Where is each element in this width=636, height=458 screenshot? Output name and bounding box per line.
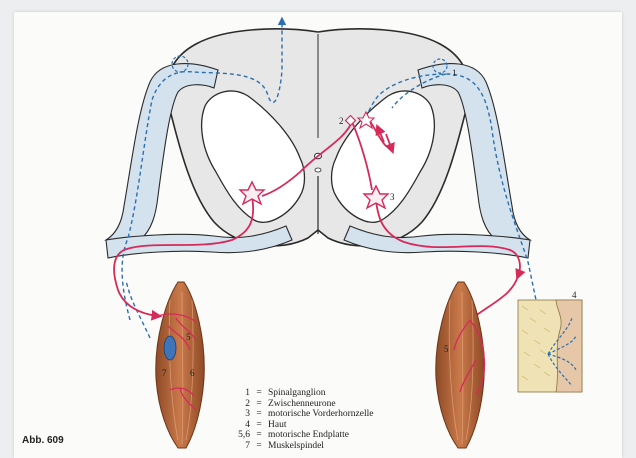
legend-text: motorische Vorderhornzelle xyxy=(268,409,373,420)
marker-1: 1 xyxy=(452,68,457,78)
right-muscle xyxy=(436,282,485,448)
left-muscle-afferent xyxy=(126,280,150,338)
legend-number: 1 xyxy=(232,388,250,399)
marker-2: 2 xyxy=(339,116,344,126)
legend-separator: = xyxy=(250,399,268,410)
legend-separator: = xyxy=(250,420,268,431)
legend: 1 = Spinalganglion 2 = Zwischenneurone 3… xyxy=(232,388,373,452)
marker-7: 7 xyxy=(162,368,167,378)
muscle-spindle xyxy=(164,336,176,360)
legend-text: Muskelspindel xyxy=(268,441,324,452)
legend-text: Zwischenneurone xyxy=(268,399,336,410)
legend-row: 1 = Spinalganglion xyxy=(232,388,373,399)
legend-separator: = xyxy=(250,388,268,399)
skin-dermis xyxy=(556,300,582,392)
marker-6-left: 6 xyxy=(190,368,195,378)
legend-separator: = xyxy=(250,409,268,420)
left-muscle-belly xyxy=(156,282,204,448)
legend-row: 7 = Muskelspindel xyxy=(232,441,373,452)
marker-3: 3 xyxy=(390,192,395,202)
spinal-cord-cross-section xyxy=(167,29,469,246)
legend-row: 5,6 = motorische Endplatte xyxy=(232,430,373,441)
gray-commissure-dot xyxy=(315,168,321,172)
legend-number: 5,6 xyxy=(232,430,250,441)
legend-text: Haut xyxy=(268,420,286,431)
right-muscle-belly xyxy=(436,282,484,448)
legend-text: Spinalganglion xyxy=(268,388,326,399)
legend-row: 4 = Haut xyxy=(232,420,373,431)
legend-number: 2 xyxy=(232,399,250,410)
skin-block xyxy=(518,300,582,392)
marker-4: 4 xyxy=(572,290,577,300)
marker-5-right: 5 xyxy=(444,344,449,354)
legend-number: 7 xyxy=(232,441,250,452)
marker-5-left: 5 xyxy=(186,332,191,342)
legend-number: 3 xyxy=(232,409,250,420)
left-muscle xyxy=(156,282,204,448)
legend-separator: = xyxy=(250,430,268,441)
legend-row: 2 = Zwischenneurone xyxy=(232,399,373,410)
figure-label: Abb. 609 xyxy=(22,435,64,446)
legend-text: motorische Endplatte xyxy=(268,430,349,441)
legend-separator: = xyxy=(250,441,268,452)
legend-number: 4 xyxy=(232,420,250,431)
legend-row: 3 = motorische Vorderhornzelle xyxy=(232,409,373,420)
